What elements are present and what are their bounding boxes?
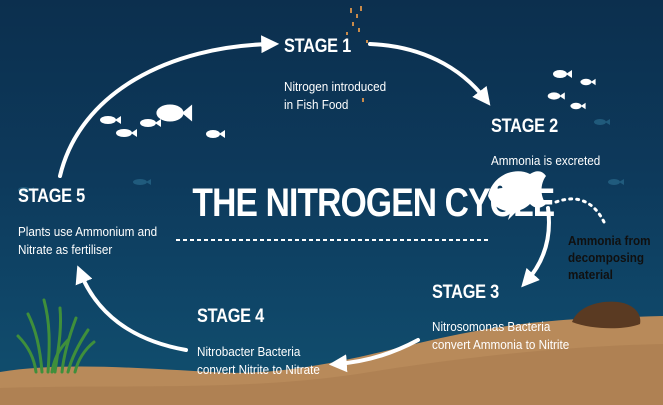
arrow-stage2-to-stage3 bbox=[521, 206, 551, 288]
stage-5-description-line-2: Nitrate as fertiliser bbox=[18, 242, 113, 257]
arrow-stage1-to-stage2 bbox=[368, 42, 491, 106]
sea-grass bbox=[16, 298, 96, 374]
arrow-stage5-to-stage1 bbox=[58, 35, 280, 178]
dotted-decomposition-arrow bbox=[554, 197, 606, 224]
stage-3-description-line-1: Nitrosomonas Bacteria bbox=[432, 319, 551, 334]
stage-5-label: STAGE 5 bbox=[18, 186, 85, 207]
arrow-stage4-to-stage5 bbox=[75, 265, 188, 352]
stage-5-description-line-1: Plants use Ammonium and bbox=[18, 224, 158, 239]
stage-1-description-line-2: in Fish Food bbox=[284, 97, 349, 112]
fish-food-flakes bbox=[346, 6, 368, 102]
stage-4-description-line-1: Nitrobacter Bacteria bbox=[197, 344, 301, 359]
decomposing-note-line-1: Ammonia from bbox=[568, 233, 651, 248]
stage-2-label: STAGE 2 bbox=[491, 116, 558, 137]
seabed-shade bbox=[0, 344, 663, 405]
diagram-title: THE NITROGEN CYCLE bbox=[192, 181, 555, 225]
large-fish bbox=[488, 171, 546, 220]
fish-school bbox=[100, 70, 596, 138]
decomposing-rock bbox=[572, 301, 641, 329]
stage-3-label: STAGE 3 bbox=[432, 282, 499, 303]
stage-1-label: STAGE 1 bbox=[284, 36, 351, 57]
stage-3-description-line-2: convert Ammonia to Nitrite bbox=[432, 337, 570, 352]
arrow-stage3-to-stage4 bbox=[328, 338, 420, 373]
stage-2-description: Ammonia is excreted bbox=[491, 153, 601, 168]
stage-1-description-line-1: Nitrogen introduced bbox=[284, 79, 387, 94]
decomposing-note-line-2: decomposing bbox=[568, 250, 645, 265]
background-fish bbox=[18, 119, 624, 193]
decomposing-note-line-3: material bbox=[568, 267, 613, 282]
stage-4-description-line-2: convert Nitrite to Nitrate bbox=[197, 362, 320, 377]
stage-4-label: STAGE 4 bbox=[197, 306, 264, 327]
